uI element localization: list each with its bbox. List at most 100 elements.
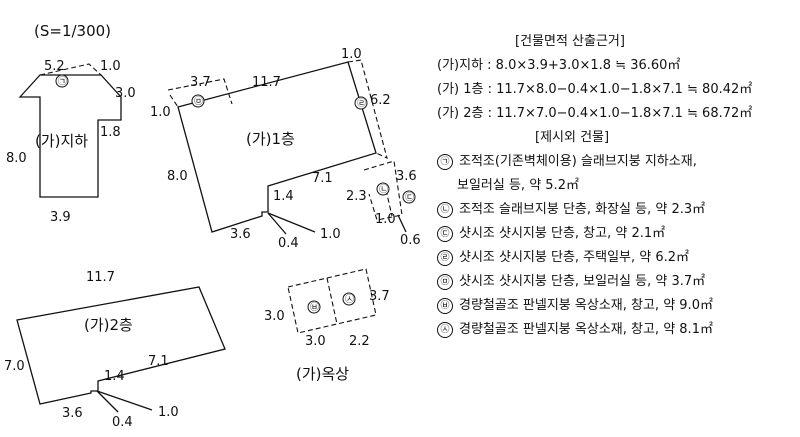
basement-plan: ㉠ 5.2 1.0 3.0 1.8 8.0 3.9 (가)지하 [6, 59, 136, 225]
floor2-outline [16, 286, 226, 405]
extra-item-text: 조적조(기존벽체이용) 슬래브지붕 지하소재, [459, 154, 697, 169]
dim-text: 8.0 [167, 169, 188, 184]
calc-line: (가)지하 : 8.0×3.9+3.0×1.8 ≒ 36.60㎡ [437, 58, 681, 73]
scale-label: (S=1/300) [34, 22, 111, 40]
leader-line [96, 390, 153, 411]
dim-text: 2.3 [346, 189, 367, 204]
floor2-label: (가)2층 [84, 316, 133, 334]
dim-text: 3.6 [230, 227, 251, 242]
dashed [326, 277, 338, 325]
extra-item: ㉣ 샷시조 샷시지붕 단층, 주택일부, 약 6.2㎡ [437, 246, 797, 270]
dim-text: 1.0 [320, 227, 341, 242]
floor1-label: (가)1층 [246, 130, 295, 148]
extra-item-text: 샷시조 샷시지붕 단층, 창고, 약 2.1㎡ [459, 226, 666, 241]
floor2-plan: 11.7 7.0 7.1 1.4 3.6 0.4 1.0 (가)2층 [4, 270, 226, 430]
dim-text: 7.1 [312, 171, 333, 186]
rooftop-outline [287, 268, 377, 334]
marker-bieup: ㉥ [310, 302, 319, 313]
dim-text: 1.0 [375, 212, 396, 227]
dim-text: 0.6 [400, 233, 421, 248]
floor1-plan: ㉤ ㉣ ㉡ ㉢ 3.7 11.7 1.0 1.0 8.0 6.2 7.1 1.4… [150, 47, 421, 251]
marker-bieup: ㉥ [437, 297, 453, 314]
extra-item-text: 경량철골조 판넬지붕 옥상소재, 창고, 약 9.0㎡ [459, 298, 713, 313]
marker-digeut: ㉢ [437, 225, 453, 242]
dim-text: 7.0 [4, 359, 25, 374]
dim-text: 7.1 [148, 354, 169, 369]
basement-label: (가)지하 [35, 132, 88, 150]
extra-item-text: 조적조 슬래브지붕 단층, 화장실 등, 약 2.3㎡ [459, 202, 706, 217]
marker-mieum: ㉤ [194, 96, 203, 107]
marker-circle [376, 182, 390, 196]
info-panel: [건물면적 산출근거] (가)지하 : 8.0×3.9+3.0×1.8 ≒ 36… [437, 30, 797, 342]
dim-text: 3.6 [62, 406, 83, 421]
dim-text: 11.7 [86, 270, 115, 285]
leader-line [96, 390, 119, 413]
extra-item: ㉤ 샷시조 샷시지붕 단층, 보일러실 등, 약 3.7㎡ [437, 270, 797, 294]
floor1-left-ext [167, 78, 233, 105]
marker-nieun: ㉡ [379, 184, 388, 195]
marker-digeut: ㉢ [405, 192, 414, 203]
marker-circle [307, 300, 321, 314]
dim-text: 5.2 [44, 59, 65, 74]
calc-line: (가) 1층 : 11.7×8.0−0.4×1.0−1.8×7.1 ≒ 80.4… [437, 82, 753, 97]
dim-text: 3.7 [190, 75, 211, 90]
dim-text: 6.2 [370, 93, 391, 108]
leader-line [397, 214, 407, 233]
dim-text: 1.8 [100, 125, 121, 140]
marker-rieul: ㉣ [357, 98, 366, 109]
marker-siot: ㉦ [345, 294, 354, 305]
dashed [169, 94, 179, 108]
marker-rieul: ㉣ [437, 249, 453, 266]
dim-text: 3.0 [305, 334, 326, 349]
rooftop-label: (가)옥상 [296, 365, 349, 383]
dim-text: 0.4 [112, 415, 133, 430]
dim-text: 3.9 [50, 210, 71, 225]
leader-line [267, 212, 287, 235]
dim-text: 1.0 [341, 47, 362, 62]
dim-text: 1.0 [100, 59, 121, 74]
dim-text: 3.0 [115, 86, 136, 101]
extra-item: ㉥ 경량철골조 판넬지붕 옥상소재, 창고, 약 9.0㎡ [437, 294, 797, 318]
dim-text: 3.7 [369, 289, 390, 304]
floor1-outline [177, 61, 377, 233]
marker-mieum: ㉤ [437, 273, 453, 290]
calc-line: (가) 2층 : 11.7×7.0−0.4×1.0−1.8×7.1 ≒ 68.7… [437, 106, 753, 121]
marker-giyeok: ㉠ [58, 76, 67, 87]
marker-circle [342, 292, 356, 306]
basement-outline [18, 74, 122, 198]
extra-item: ㉦ 경량철골조 판넬지붕 옥상소재, 창고, 약 8.1㎡ [437, 318, 797, 342]
basement-dashed-ext [39, 63, 102, 76]
marker-circle [55, 74, 69, 88]
marker-circle [354, 96, 368, 110]
extra-item-text: 경량철골조 판넬지붕 옥상소재, 창고, 약 8.1㎡ [459, 322, 713, 337]
dashed [385, 189, 393, 217]
dim-text: 2.2 [349, 334, 370, 349]
dim-text: 1.4 [104, 369, 125, 384]
floor1-right-ext [347, 59, 388, 159]
marker-giyeok: ㉠ [437, 153, 453, 170]
leader-line [267, 212, 316, 233]
dim-text: 1.0 [158, 405, 179, 420]
extra-item-text: 샷시조 샷시지붕 단층, 보일러실 등, 약 3.7㎡ [459, 274, 706, 289]
dim-text: 8.0 [6, 151, 27, 166]
extra-header: [제시외 건물] [535, 130, 610, 145]
extra-item: ㉡ 조적조 슬래브지붕 단층, 화장실 등, 약 2.3㎡ [437, 198, 797, 222]
marker-circle [402, 190, 416, 204]
dim-text: 1.4 [273, 189, 294, 204]
marker-circle [191, 94, 205, 108]
calc-header: [건물면적 산출근거] [515, 34, 625, 49]
dim-text: 11.7 [252, 75, 281, 90]
extra-item-cont: 보일러실 등, 약 5.2㎡ [457, 178, 579, 193]
extra-item: ㉠ 조적조(기존벽체이용) 슬래브지붕 지하소재, [437, 150, 797, 174]
dim-text: 3.6 [396, 169, 417, 184]
marker-siot: ㉦ [437, 321, 453, 338]
extra-item-text: 샷시조 샷시지붕 단층, 주택일부, 약 6.2㎡ [459, 250, 690, 265]
dim-text: 3.0 [264, 309, 285, 324]
floor1-annex [363, 160, 403, 221]
rooftop-plan: ㉥ ㉦ 3.0 3.7 3.0 2.2 (가)옥상 [264, 268, 390, 383]
marker-nieun: ㉡ [437, 201, 453, 218]
extra-item: ㉢ 샷시조 샷시지붕 단층, 창고, 약 2.1㎡ [437, 222, 797, 246]
dim-text: 1.0 [150, 105, 171, 120]
